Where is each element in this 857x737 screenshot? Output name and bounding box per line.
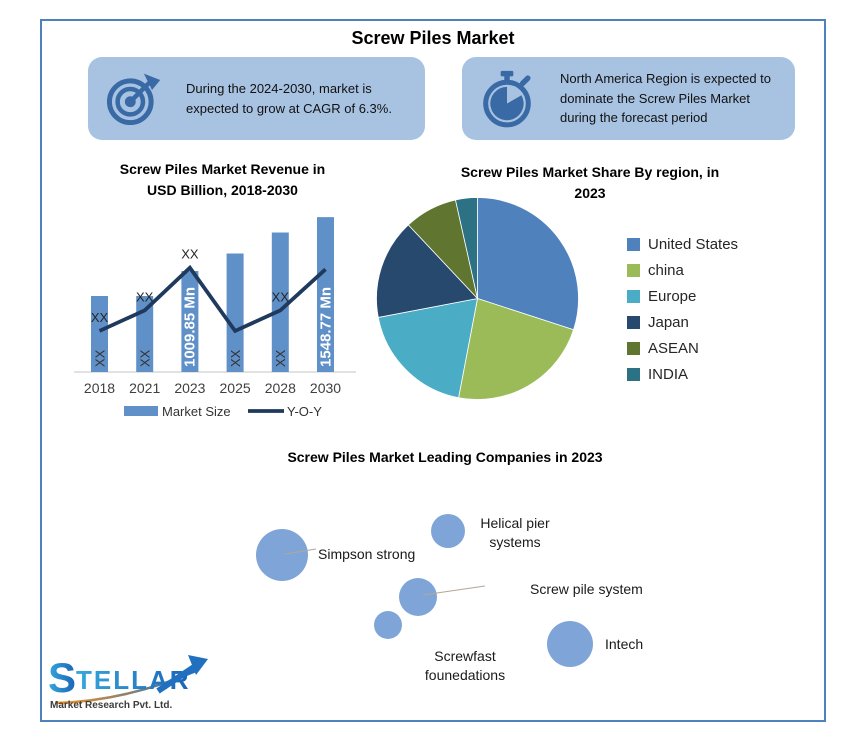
legend-item-china: china bbox=[627, 261, 738, 280]
bubble-simpson-strong bbox=[256, 529, 308, 581]
pie-slice-united-states bbox=[477, 197, 579, 331]
bubble-label: Screwfast bbox=[434, 648, 496, 664]
bubble-label: Helical pier bbox=[480, 515, 550, 531]
bar-label: 1548.77 Mn bbox=[317, 287, 334, 367]
legend-label: Europe bbox=[648, 288, 697, 305]
legend-label: United States bbox=[648, 236, 739, 253]
legend-item-asean: ASEAN bbox=[627, 339, 738, 358]
leader-line bbox=[284, 548, 317, 555]
x-tick-2030: 2030 bbox=[310, 380, 341, 396]
pie-slice-europe bbox=[377, 297, 479, 399]
legend-item-united-states: United States bbox=[627, 235, 738, 254]
bubble-helical-pier-systems bbox=[431, 514, 465, 548]
legend-label: INDIA bbox=[648, 366, 689, 383]
yoy-point-label: XX bbox=[91, 310, 109, 325]
callout-cagr-text: During the 2024-2030, market is expected… bbox=[186, 81, 392, 116]
callout-region-text: North America Region is expected to domi… bbox=[560, 71, 771, 126]
callout-region: North America Region is expected to domi… bbox=[462, 57, 795, 140]
title-line: Screw Piles Market Share By region, in bbox=[460, 164, 720, 180]
bar-2023 bbox=[181, 271, 199, 372]
title-line: USD Billion, 2018-2030 bbox=[147, 182, 298, 198]
legend-label: ASEAN bbox=[648, 340, 699, 357]
bar-2030 bbox=[317, 217, 334, 372]
x-tick-2023: 2023 bbox=[174, 380, 205, 396]
x-tick-2018: 2018 bbox=[84, 380, 115, 396]
yoy-point-label: XX bbox=[136, 289, 154, 304]
yoy-point-label: XX bbox=[181, 247, 199, 262]
legend-swatch bbox=[627, 368, 640, 381]
bar-2028 bbox=[271, 232, 289, 372]
legend-item-europe: Europe bbox=[627, 287, 738, 306]
legend-swatch bbox=[627, 316, 640, 329]
callout-cagr: During the 2024-2030, market is expected… bbox=[88, 57, 425, 140]
stopwatch-icon bbox=[483, 70, 531, 127]
revenue-bar-line-chart: XX XX 1009.85 Mn XX XX 1548.77 Mn XX XX XX XX 2018… bbox=[74, 217, 356, 419]
bar-chart-title: Screw Piles Market Revenue in USD Billio… bbox=[80, 159, 365, 201]
legend-label: Japan bbox=[648, 314, 689, 331]
logo-arrow-head bbox=[188, 655, 208, 675]
bubble-screwfast-founedations bbox=[374, 611, 402, 639]
bar-2025 bbox=[226, 253, 244, 372]
bubble-label: Intech bbox=[605, 636, 643, 652]
legend-label: Market Size bbox=[162, 404, 231, 419]
stellar-logo: S TELLAR Market Research Pvt. Ltd. bbox=[48, 654, 208, 711]
title-line: Screw Piles Market Revenue in bbox=[119, 161, 326, 177]
bubble-label: Screw pile system bbox=[530, 581, 643, 597]
bubble-chart-title: Screw Piles Market Leading Companies in … bbox=[287, 449, 603, 465]
legend-swatch-market-size bbox=[124, 406, 158, 416]
logo-brand-s: S bbox=[48, 654, 76, 701]
bubble-label: systems bbox=[489, 534, 540, 550]
legend-swatch bbox=[627, 238, 640, 251]
bubble-screw-pile-system bbox=[399, 578, 437, 616]
logo-subtitle: Market Research Pvt. Ltd. bbox=[50, 700, 172, 711]
legend-swatch bbox=[627, 264, 640, 277]
legend-item-japan: Japan bbox=[627, 313, 738, 332]
pie-chart-title: Screw Piles Market Share By region, in 2… bbox=[425, 162, 755, 204]
bar-label: XX bbox=[228, 349, 243, 367]
x-tick-2028: 2028 bbox=[265, 380, 296, 396]
title-line: 2023 bbox=[574, 185, 606, 201]
pie-slice-japan bbox=[376, 224, 479, 318]
bar-label: XX bbox=[92, 349, 107, 367]
legend-label: china bbox=[648, 262, 684, 279]
legend-swatch bbox=[627, 342, 640, 355]
region-share-pie-chart bbox=[376, 197, 579, 400]
bar-label: XX bbox=[138, 349, 153, 367]
bar-2021 bbox=[136, 296, 154, 372]
x-tick-2025: 2025 bbox=[220, 380, 251, 396]
x-tick-2021: 2021 bbox=[129, 380, 160, 396]
page-title: Screw Piles Market bbox=[351, 28, 515, 48]
pie-slice-india bbox=[454, 197, 478, 299]
bar-label: 1009.85 Mn bbox=[182, 287, 199, 367]
logo-arrow-shaft bbox=[156, 664, 196, 694]
legend-item-india: INDIA bbox=[627, 365, 738, 384]
content-frame: Screw Piles Market During the 2024-2030,… bbox=[40, 19, 826, 722]
bar-label: XX bbox=[273, 349, 288, 367]
pie-slice-china bbox=[458, 297, 575, 400]
legend-swatch bbox=[627, 290, 640, 303]
yoy-line bbox=[98, 264, 327, 334]
bubble-intech bbox=[547, 621, 593, 667]
bar-2018 bbox=[91, 296, 108, 372]
bubble-label: founedations bbox=[425, 667, 505, 683]
target-dart-icon bbox=[106, 73, 161, 125]
yoy-point-label: XX bbox=[272, 289, 290, 304]
legend-label: Y-O-Y bbox=[287, 404, 322, 419]
bubble-label: Simpson strong bbox=[318, 546, 415, 562]
leader-line bbox=[422, 585, 486, 596]
